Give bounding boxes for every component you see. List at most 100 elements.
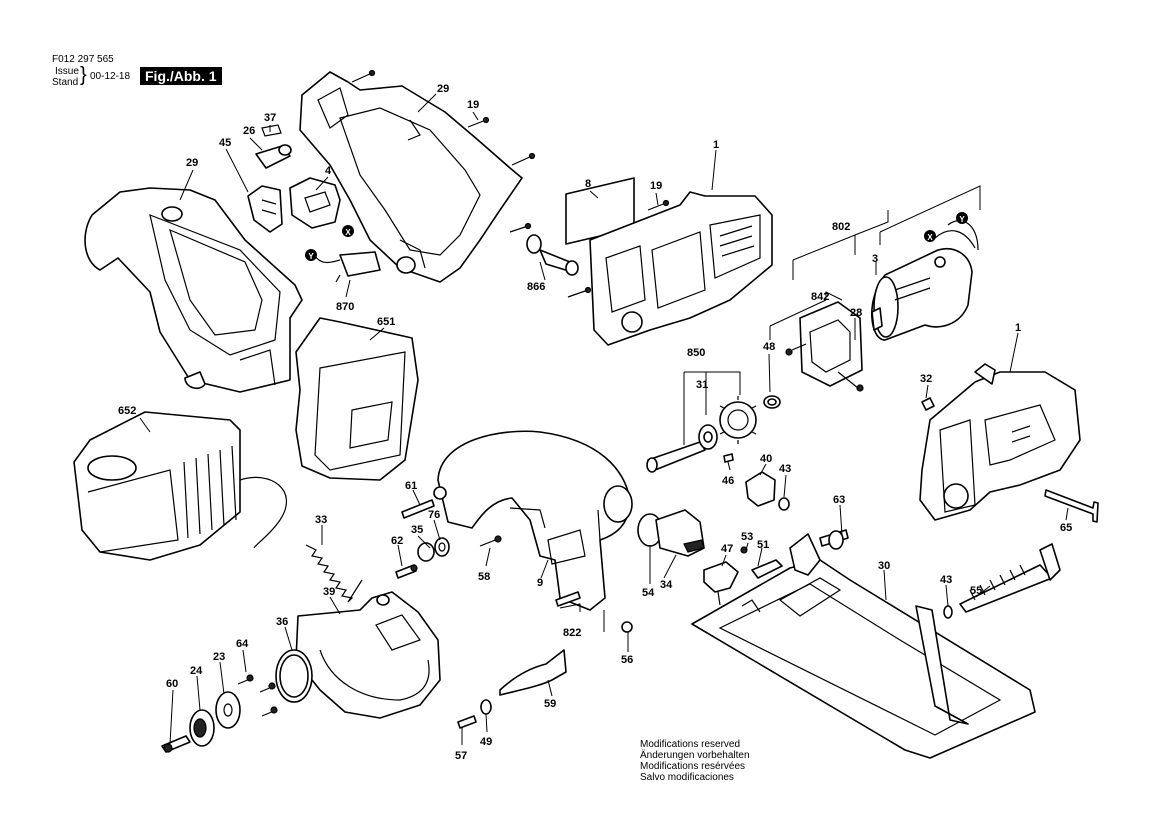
- callout: 45: [219, 137, 231, 149]
- leader-lines: [139, 93, 1069, 745]
- callout: 46: [722, 475, 734, 487]
- callout: 870: [336, 301, 354, 313]
- callout: 31: [696, 379, 708, 391]
- brush-plate-28: [785, 301, 864, 392]
- switch-parts: [247, 124, 341, 233]
- marker-x-2: X: [927, 233, 933, 242]
- callout: 65: [1060, 522, 1072, 534]
- callout: 866: [527, 281, 545, 293]
- dust-port: [637, 509, 705, 557]
- callout: 48: [763, 341, 775, 353]
- callout: 58: [478, 571, 490, 583]
- callout: 39: [323, 586, 335, 598]
- callout: 9: [537, 577, 543, 589]
- callout: 33: [315, 514, 327, 526]
- callout: 4: [325, 165, 332, 177]
- marker-y-2: Y: [959, 215, 965, 224]
- marker-y-1: Y: [308, 252, 314, 261]
- flange-hardware: [161, 674, 278, 753]
- callout: 19: [650, 180, 662, 192]
- callout: 37: [264, 112, 276, 124]
- callout: 652: [118, 405, 136, 417]
- callout: 32: [920, 373, 932, 385]
- callout: 8: [585, 178, 591, 190]
- marker-x-1: X: [345, 228, 351, 237]
- callout: 55: [970, 585, 982, 597]
- blade-guard-9: [437, 430, 633, 611]
- ring-36: [275, 649, 313, 703]
- note-de: Änderungen vorbehalten: [640, 750, 750, 761]
- callout: 3: [872, 253, 878, 265]
- callout: 36: [276, 616, 288, 628]
- stand-label: Stand: [52, 77, 79, 88]
- bushing-866: [526, 234, 579, 276]
- note-fr: Modifications resérvées: [640, 761, 746, 772]
- callout: 76: [428, 509, 440, 521]
- charger-652: [73, 411, 287, 561]
- spring-33: [305, 544, 363, 603]
- callout: 43: [779, 463, 791, 475]
- callout: 35: [411, 524, 423, 536]
- gear-shaft-850: [646, 396, 757, 473]
- hex-key-65: [1044, 489, 1099, 523]
- motor-housing-right: [919, 363, 1081, 521]
- callout: 651: [377, 316, 395, 328]
- note-en: Modifications reserved: [640, 739, 741, 750]
- motor-housing-top: [589, 191, 773, 346]
- callout: 1: [713, 139, 719, 151]
- callout: 47: [721, 543, 733, 555]
- callout: 28: [850, 307, 862, 319]
- adjust-screw-55: [943, 543, 1061, 619]
- callout: 822: [563, 627, 581, 639]
- motor-3: [871, 220, 979, 341]
- callout: 59: [544, 698, 556, 710]
- callout: 62: [391, 535, 403, 547]
- housing-screws: [351, 69, 670, 298]
- callout: 51: [757, 539, 769, 551]
- callout-labels: 29 19 37 26 45 4 29 8 19 1 866 870 651 8…: [118, 83, 1072, 762]
- callout: 63: [833, 494, 845, 506]
- housing-half-left: [84, 187, 303, 393]
- callout: 53: [741, 531, 753, 543]
- callout: 54: [642, 587, 655, 599]
- issue-date: 00-12-18: [90, 71, 131, 82]
- base-plate-30: [691, 533, 1036, 759]
- housing-half-right: [299, 71, 523, 283]
- callout: 24: [190, 665, 203, 677]
- callout: 64: [236, 638, 249, 650]
- callout: 19: [467, 99, 479, 111]
- callout: 40: [760, 453, 772, 465]
- callout: 1: [1015, 322, 1021, 334]
- lower-guard-39: [295, 591, 441, 719]
- callout: 802: [832, 221, 850, 233]
- callout: 60: [166, 678, 178, 690]
- callout: 23: [213, 651, 225, 663]
- callout: 26: [243, 125, 255, 137]
- callout: 43: [940, 574, 952, 586]
- note-es: Salvo modificaciones: [640, 772, 734, 783]
- knob-40: [745, 471, 790, 511]
- callout: 842: [811, 291, 829, 303]
- callout: 61: [405, 480, 417, 492]
- group-brackets: [559, 185, 981, 632]
- battery-651: [295, 317, 419, 481]
- wire-markers: X Y X Y: [305, 212, 968, 261]
- guard-lever-59: [457, 591, 633, 729]
- guard-hardware: [395, 486, 502, 579]
- modification-notes: Modifications reserved Änderungen vorbeh…: [640, 739, 750, 783]
- callout: 57: [455, 750, 467, 762]
- bearing-48: [763, 395, 781, 409]
- brace: }: [80, 64, 87, 86]
- callout: 34: [660, 579, 673, 591]
- callout: 850: [687, 347, 705, 359]
- callout: 56: [621, 654, 633, 666]
- callout: 49: [480, 736, 492, 748]
- connector-870: [314, 251, 381, 283]
- issue-label: Issue: [55, 66, 79, 77]
- callout: 29: [437, 83, 449, 95]
- callout: 29: [186, 157, 198, 169]
- figure-label: Fig./Abb. 1: [140, 67, 222, 85]
- base-hardware: [703, 529, 849, 606]
- callout: 30: [878, 560, 890, 572]
